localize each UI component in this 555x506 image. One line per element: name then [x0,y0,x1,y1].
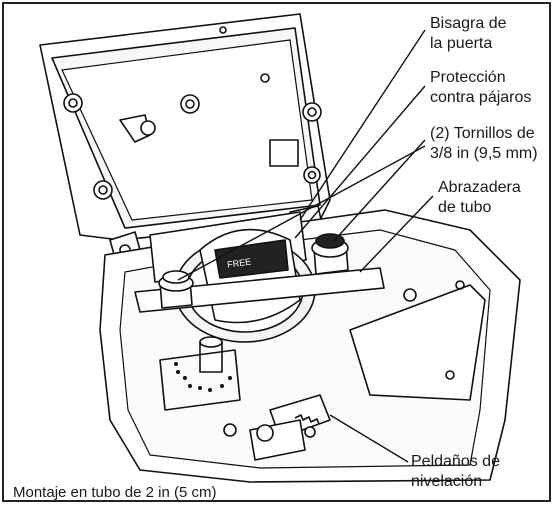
label-pipe-clamp-line2: de tubo [438,199,492,216]
leader-clamp [359,195,434,273]
bolt-left [158,270,194,309]
label-bolts-line2: 3/8 in (9,5 mm) [430,145,538,162]
label-bolts-line1: (2) Tornillos de [430,125,535,142]
lid [39,13,331,241]
leader-steps [329,414,409,463]
leader-bolts-lower [177,145,426,281]
label-bird-guard-line1: Protección [430,69,506,86]
pipe-clamp: FREE [134,228,385,324]
label-leveling-steps: Peldaños de nivelación [411,452,500,492]
label-leveling-steps-line1: Peldaños de [411,453,500,470]
leader-bolts-upper [332,139,426,243]
label-door-hinge-line1: Bisagra de [430,15,507,32]
label-pipe-clamp: Abrazadera de tubo [438,178,521,218]
mount-post [159,336,241,411]
label-bird-guard: Protección contra pájaros [430,68,531,108]
label-door-hinge: Bisagra de la puerta [430,14,507,54]
label-bird-guard-line2: contra pájaros [430,89,532,106]
leveling-steps [223,394,331,461]
label-pipe-clamp-line1: Abrazadera [438,179,521,196]
figure-caption: Montaje en tubo de 2 in (5 cm) [13,484,217,501]
clamp-logo: FREE [227,257,252,270]
label-bolts: (2) Tornillos de 3/8 in (9,5 mm) [430,124,538,164]
leader-bird-guard [294,85,426,239]
label-leveling-steps-line2: nivelación [411,473,483,490]
leader-hinge [299,29,426,221]
leader-lines [177,29,434,463]
bolt-right [311,233,349,275]
label-door-hinge-line2: la puerta [430,35,493,52]
